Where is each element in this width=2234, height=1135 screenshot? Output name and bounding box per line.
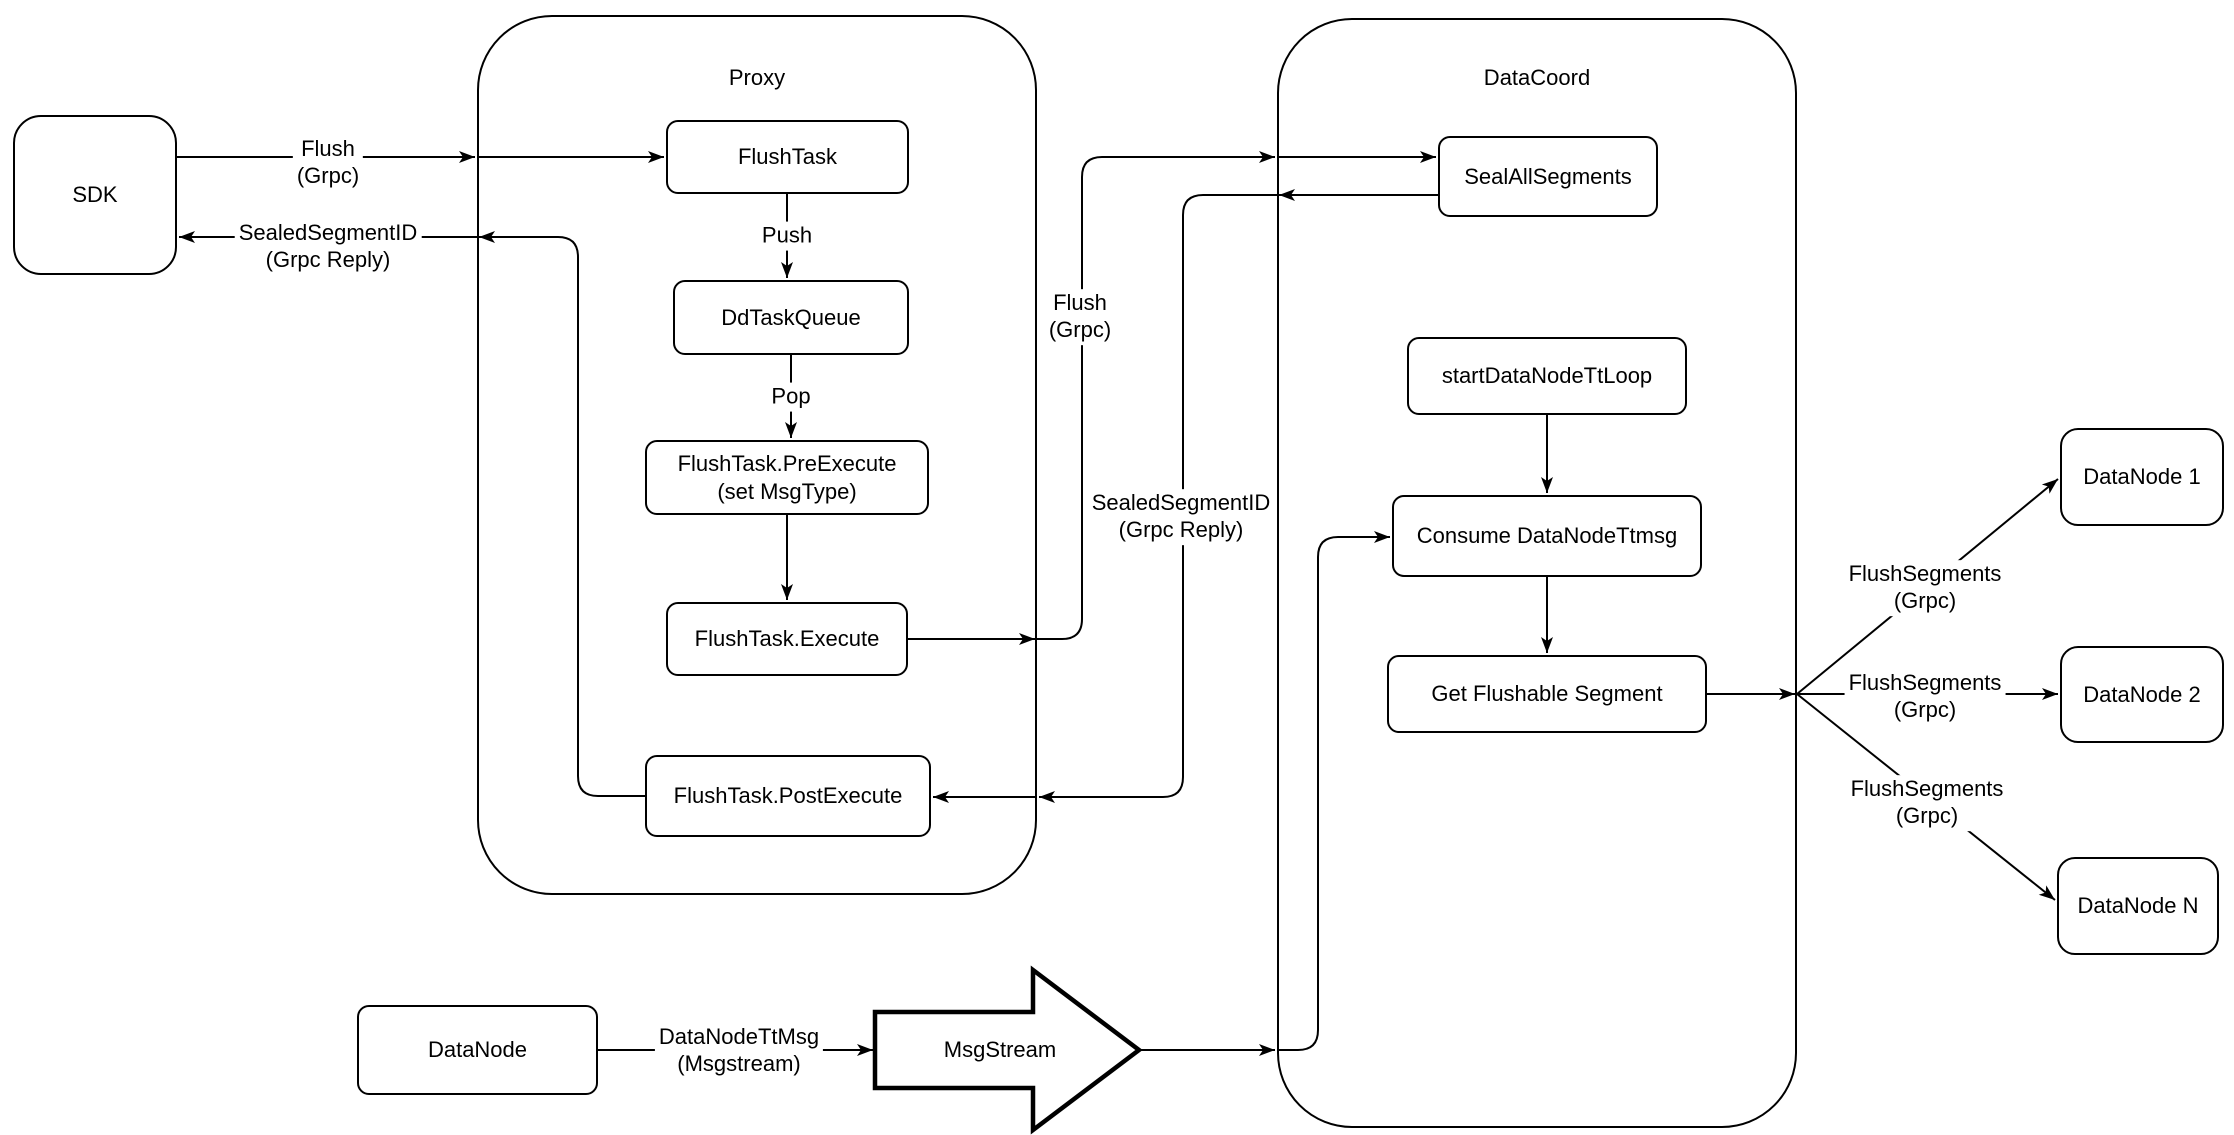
node-sealallsegments: SealAllSegments	[1438, 136, 1658, 217]
edge-label-sealedsegmentid-mid: SealedSegmentID (Grpc Reply)	[1087, 489, 1275, 545]
edge-label-pop: Pop	[767, 382, 815, 412]
msgstream-label: MsgStream	[943, 1037, 1057, 1062]
proxy-container	[477, 15, 1037, 895]
edge-label-flushsegments-n: FlushSegments (Grpc)	[1846, 775, 2008, 831]
edge-label-flush-grpc-sdk: Flush (Grpc)	[292, 135, 364, 191]
node-datanode-n: DataNode N	[2057, 857, 2219, 955]
edge-label-push: Push	[757, 221, 817, 251]
edge-execute-to-datacoord-border	[1037, 151, 1275, 640]
edge-label-flushsegments-2: FlushSegments (Grpc)	[1844, 669, 2006, 725]
edge-datacoord-border-to-consume	[1277, 531, 1390, 1051]
edge-label-datanodettmsg: DataNodeTtMsg (Msgstream)	[654, 1023, 824, 1079]
edge-label-flushsegments-1: FlushSegments (Grpc)	[1844, 560, 2006, 616]
node-datanode-1: DataNode 1	[2060, 428, 2224, 526]
edge-label-sealedsegmentid-sdk: SealedSegmentID (Grpc Reply)	[234, 219, 422, 275]
node-get-flushable-segment: Get Flushable Segment	[1387, 655, 1707, 733]
node-ddtaskqueue: DdTaskQueue	[673, 280, 909, 355]
node-datanode-source: DataNode	[357, 1005, 598, 1095]
node-consume-datanodettmsg: Consume DataNodeTtmsg	[1392, 495, 1702, 577]
edge-label-flush-grpc-mid: Flush (Grpc)	[1044, 289, 1116, 345]
node-flushtask: FlushTask	[666, 120, 909, 194]
node-sdk: SDK	[13, 115, 177, 275]
datacoord-container-title: DataCoord	[1483, 65, 1591, 90]
edge-postexecute-to-proxy-border	[479, 231, 645, 797]
node-datanode-2: DataNode 2	[2060, 646, 2224, 743]
node-startdatanodettloop: startDataNodeTtLoop	[1407, 337, 1687, 415]
msgstream-block-arrow	[872, 965, 1143, 1135]
proxy-container-title: Proxy	[728, 65, 786, 90]
node-flushtask-execute: FlushTask.Execute	[666, 602, 908, 676]
node-flushtask-postexecute: FlushTask.PostExecute	[645, 755, 931, 837]
node-flushtask-preexecute: FlushTask.PreExecute (set MsgType)	[645, 440, 929, 515]
datacoord-container	[1277, 18, 1797, 1128]
